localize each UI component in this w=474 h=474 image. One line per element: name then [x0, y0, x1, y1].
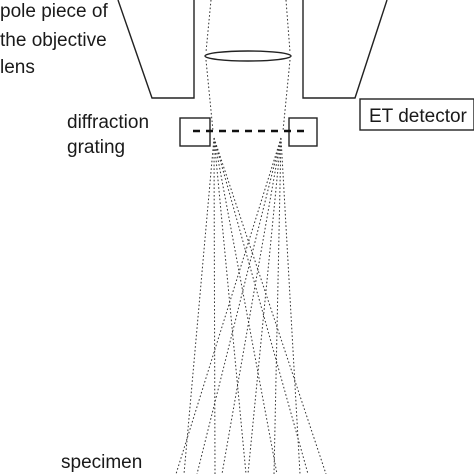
- diffracted-ray-right-3: [221, 137, 282, 474]
- pole-piece-right: [302, 0, 388, 99]
- diffracted-ray-right-1: [175, 137, 282, 474]
- diffracted-ray-left-1: [183, 137, 215, 474]
- et-detector-label: ET detector: [369, 106, 468, 127]
- incident-ray-left: [205, 0, 212, 53]
- diffracted-ray-right-6: [280, 137, 301, 474]
- diffracted-ray-right-2: [196, 137, 282, 474]
- incident-ray-right: [285, 0, 291, 53]
- diffracted-ray-right-5: [273, 137, 282, 474]
- diffracted-ray-left-3: [213, 137, 247, 474]
- pole-piece-left: [117, 0, 195, 99]
- et-detector-box: [359, 98, 474, 131]
- pole-piece-label-line3: lens: [0, 57, 35, 78]
- diffraction-label-line2: grating: [67, 137, 125, 158]
- focused-ray-right: [282, 59, 291, 132]
- focused-ray-left: [205, 59, 214, 132]
- objective-lens: [204, 50, 292, 62]
- pole-piece-label-line1: pole piece of: [0, 1, 108, 22]
- pole-piece-label-line2: the objective: [0, 30, 107, 51]
- specimen-label: specimen: [61, 452, 142, 473]
- diffracted-ray-right-4: [247, 137, 282, 474]
- diffracted-ray-left-4: [213, 137, 278, 474]
- electron-rays: [175, 0, 327, 474]
- diffraction-label-line1: diffraction: [67, 112, 149, 133]
- diffracted-ray-left-2: [213, 137, 216, 474]
- diffracted-ray-left-5: [213, 137, 309, 474]
